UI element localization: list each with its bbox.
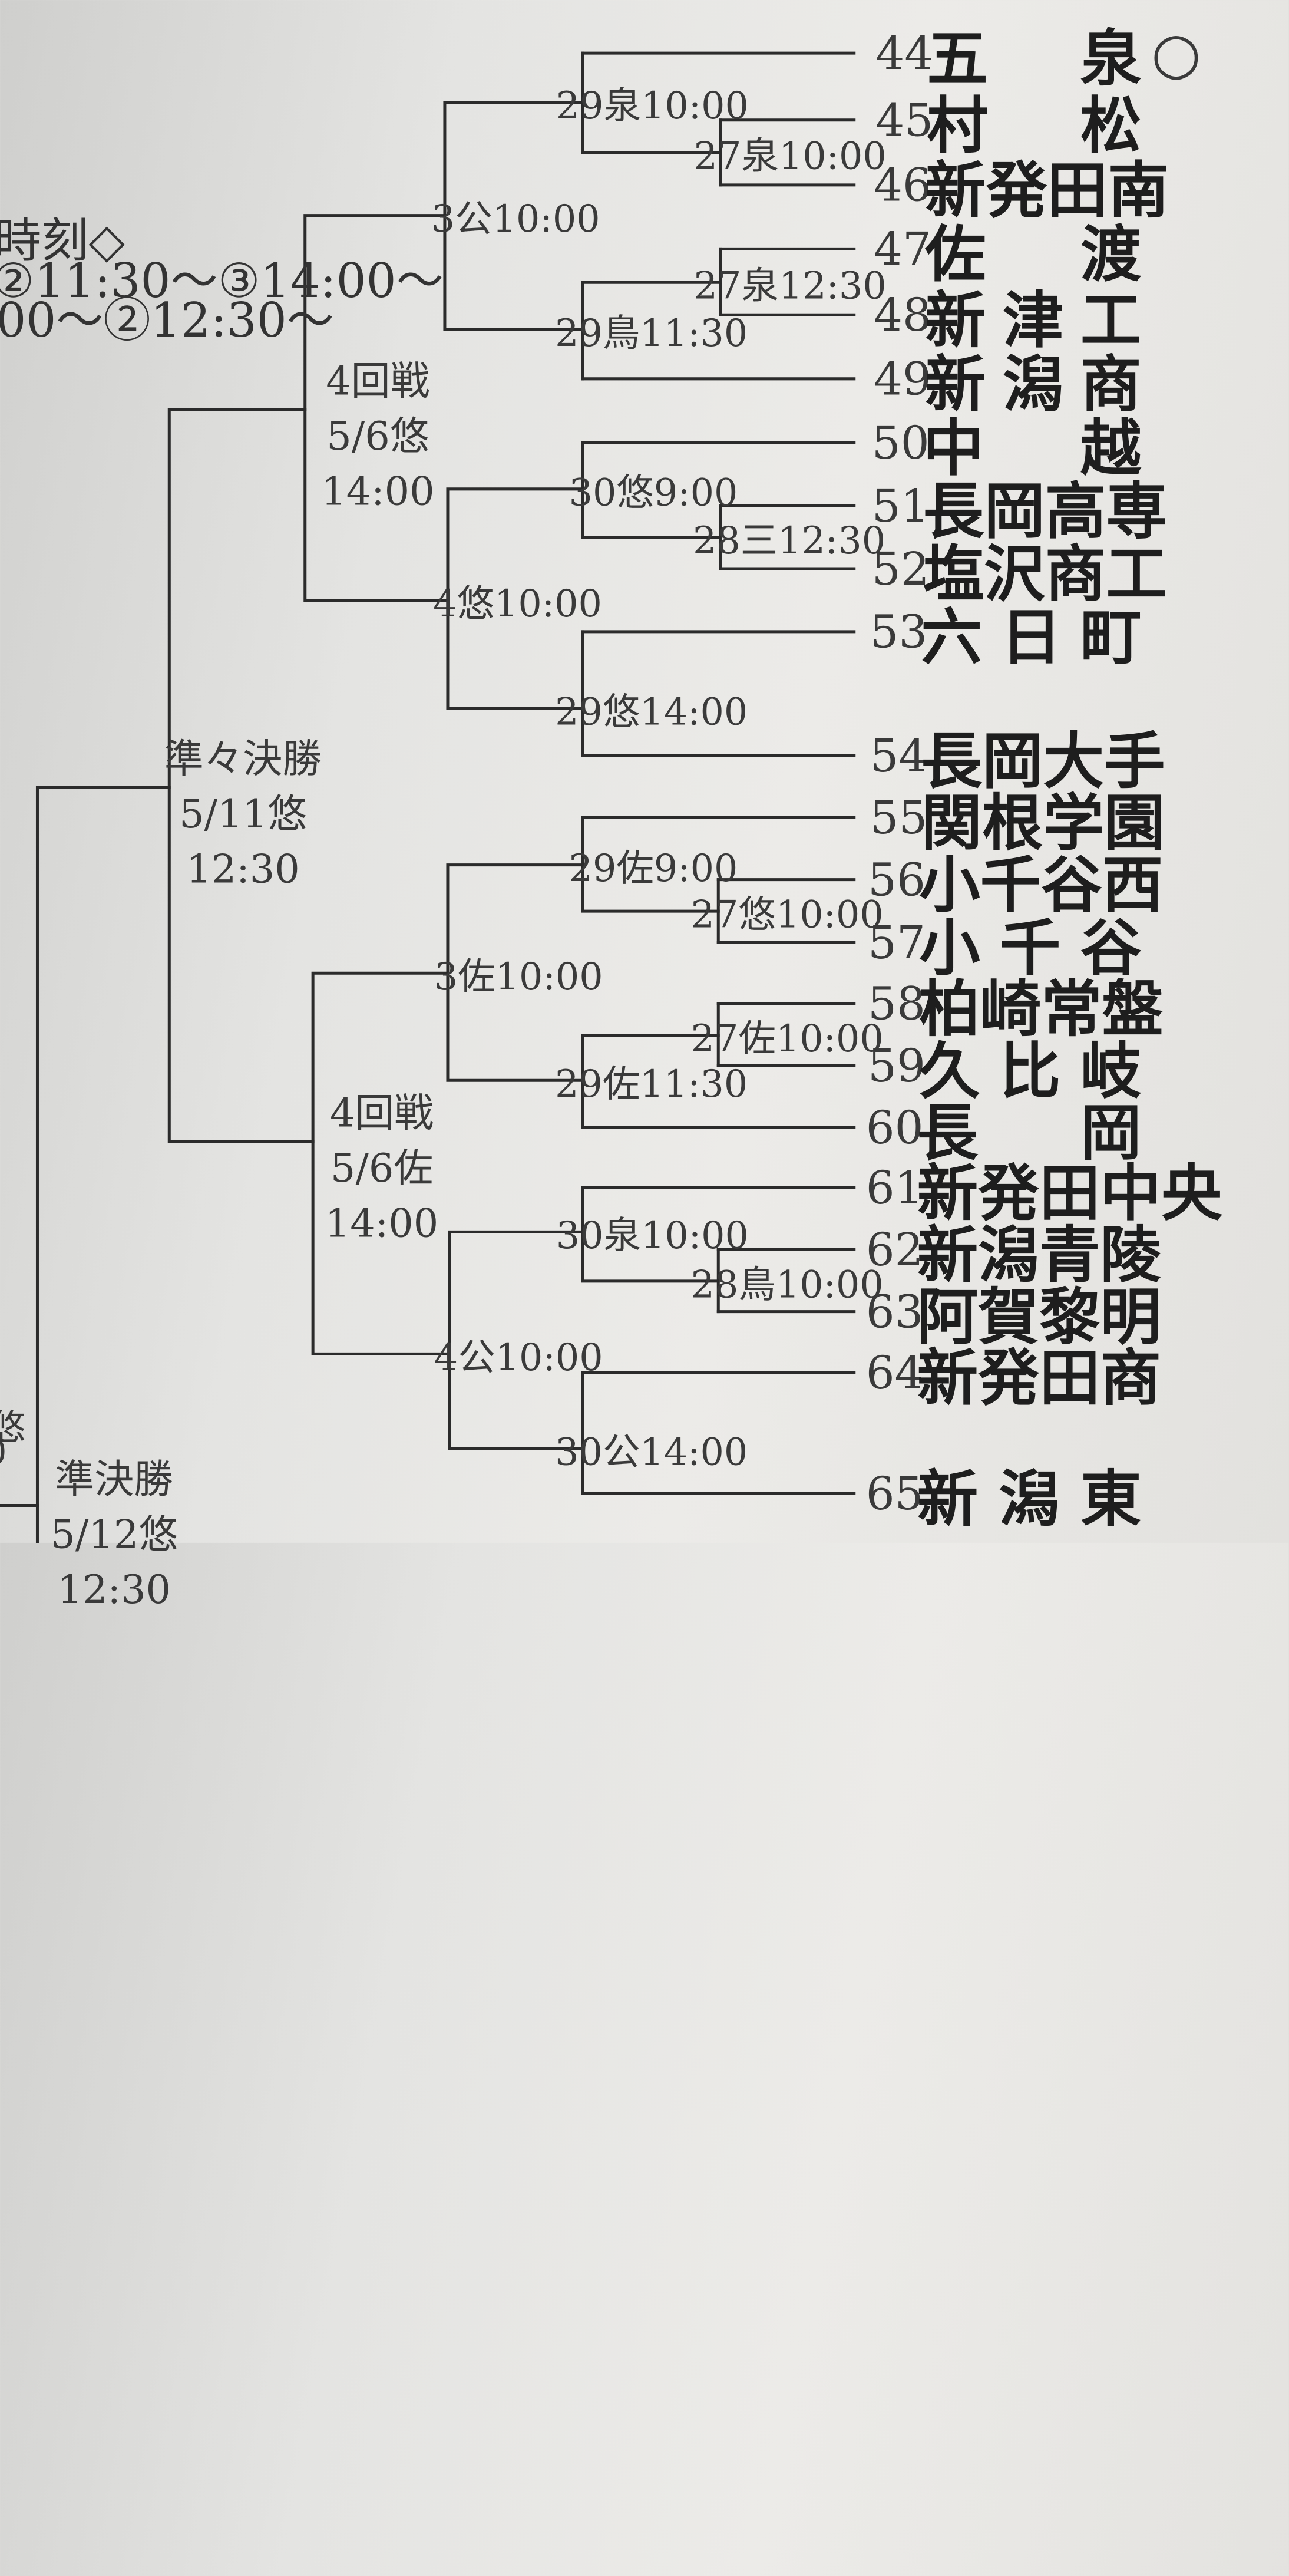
team-name: 新潟東 [917,1463,1142,1535]
team-name: 関根学園 [921,787,1165,859]
team-name: 佐渡 [925,218,1142,291]
match-label: 3佐10:00 [434,955,603,998]
team-number: 53 [870,605,928,658]
edge-glyph: 悠 [0,1399,25,1450]
team-name: 長岡大手 [921,725,1165,797]
round-4-bottom: 4回戦 5/6佐 14:00 [325,1086,439,1252]
team-number: 47 [874,222,931,276]
team-number: 51 [871,479,930,533]
team-name: 柏崎常盤 [918,973,1164,1045]
team-number: 50 [871,416,930,470]
match-label: 30公14:00 [555,1430,748,1474]
team-number: 55 [870,791,928,845]
team-number: 52 [871,542,930,596]
round-name: 4回戦 [329,1091,434,1137]
round-date: 5/6佐 [330,1146,434,1192]
match-label: 29鳥11:30 [555,311,748,355]
team-name: 村松 [927,89,1142,161]
team-name: 六日町 [921,601,1142,674]
team-name: 長岡 [917,1097,1142,1169]
match-label: 30泉10:00 [556,1213,749,1257]
team-number: 65 [865,1467,924,1520]
r2-g [581,1186,720,1283]
round-name: 準々決勝 [164,737,322,783]
team-number: 46 [874,158,931,212]
match-label: 27佐10:00 [690,1017,884,1061]
round-time: 12:30 [186,847,300,893]
round-date: 5/6悠 [326,414,429,460]
team-number: 56 [868,853,926,906]
team-name: 塩沢商工 [923,538,1167,611]
team-name: 阿賀黎明 [917,1281,1161,1353]
team-number: 57 [868,916,926,969]
round-name: 準決勝 [55,1457,173,1503]
r2-a [581,51,722,154]
match-label: 29佐9:00 [569,846,738,890]
round-name: 4回戦 [326,359,430,405]
team-number: 64 [865,1346,924,1400]
match-label: 27悠10:00 [690,893,884,936]
team-number: 63 [865,1285,924,1338]
match-label: 4悠10:00 [433,582,602,626]
seed-mark-icon: ○ [1151,19,1201,87]
team-number: 62 [865,1223,924,1277]
team-name: 新発田南 [925,154,1169,227]
match-label: 29佐11:30 [555,1062,748,1106]
team-name: 新発田中央 [917,1157,1222,1229]
r2-c [581,441,722,539]
team-name: 長岡高専 [923,475,1167,547]
match-label: 4公10:00 [434,1335,603,1380]
round-time: 14:00 [325,1201,439,1247]
team-name: 新津工 [925,284,1142,357]
team-name: 小千谷 [918,912,1142,984]
round-date: 5/12悠 [50,1512,179,1558]
team-number: 59 [868,1039,926,1093]
r3-d [448,1230,584,1450]
team-number: 61 [865,1161,924,1215]
team-name: 中越 [923,412,1142,484]
team-number: 44 [875,27,934,80]
r4-b [311,971,451,1355]
round-time: 12:30 [57,1567,171,1613]
round-date: 5/11悠 [179,792,307,837]
r2-e [581,816,720,913]
team-name: 新潟青陵 [917,1219,1161,1291]
team-number: 45 [875,93,934,147]
team-number: 60 [865,1101,924,1155]
team-number: 49 [874,352,931,405]
team-number: 58 [868,977,926,1031]
team-name: 小千谷西 [918,849,1164,921]
match-label: 28鳥10:00 [690,1262,884,1307]
header-line-1: 時刻◇ [0,213,125,269]
qf-line [167,408,315,1143]
round-semifinal: 準決勝 5/12悠 12:30 [50,1452,178,1618]
match-label: 29悠14:00 [555,690,748,734]
match-label: 28三12:30 [692,519,886,563]
match-label: 30悠9:00 [569,470,738,514]
edge-glyph: 0 [0,1433,7,1473]
sf-line [35,786,171,1543]
match-label: 27泉12:30 [693,264,887,308]
r2-f [581,1033,720,1129]
team-number: 48 [874,288,931,342]
header-line-3: 00〜②12:30〜 [0,293,334,349]
match-label: 29泉10:00 [556,84,749,128]
r2-b [581,281,722,381]
team-name: 新発田商 [917,1342,1161,1414]
team-name: 五泉 [927,22,1142,95]
match-label: 27泉10:00 [693,134,887,178]
round-quarterfinal: 準々決勝 5/11悠 12:30 [164,732,322,898]
match-label: 3公10:00 [431,197,600,241]
bracket-lines [0,51,856,1543]
round-time: 14:00 [321,469,435,515]
team-name: 新潟商 [925,348,1142,420]
team-name: 久比岐 [918,1035,1142,1107]
header-line-2: ②11:30〜③14:00〜 [0,253,444,309]
round-4-top: 4回戦 5/6悠 14:00 [321,354,435,520]
team-number: 54 [870,729,928,783]
